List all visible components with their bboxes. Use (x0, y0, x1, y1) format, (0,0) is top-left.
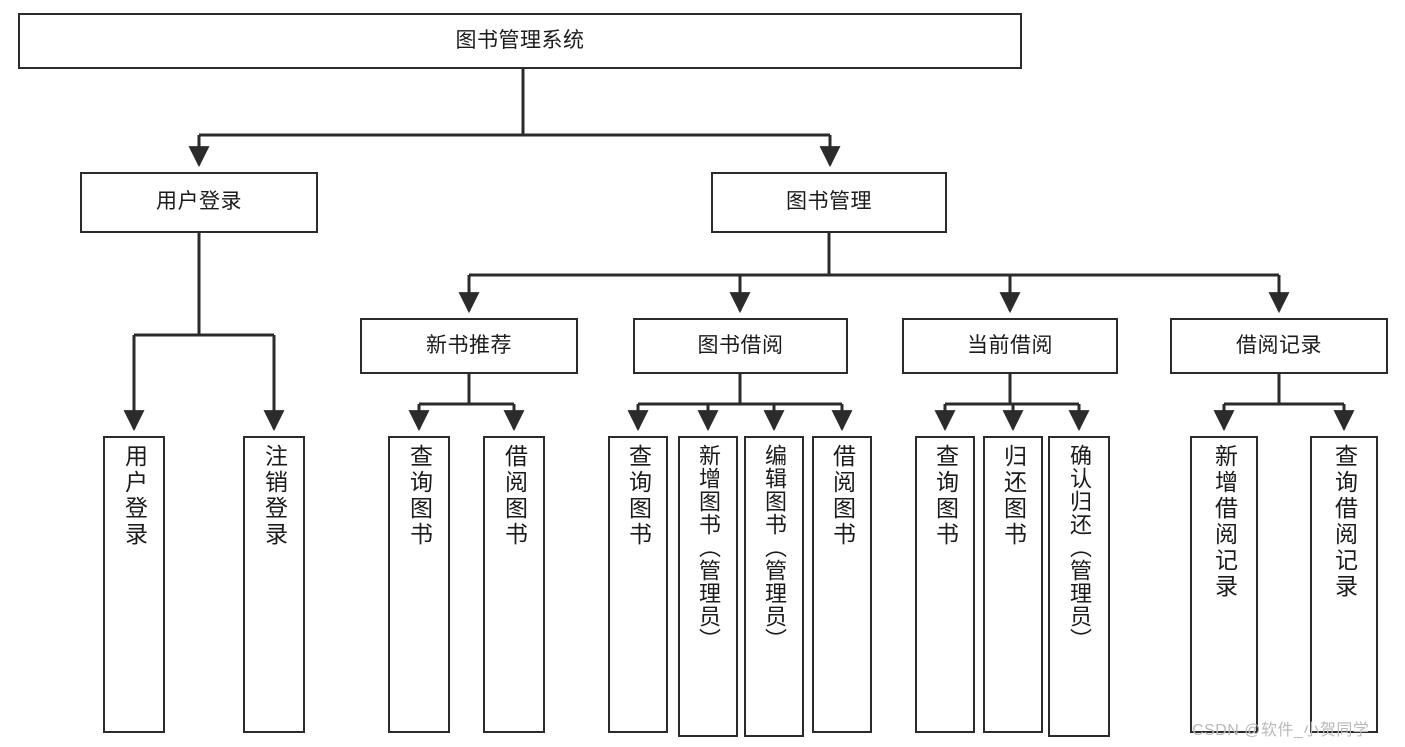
node-current-borrow[interactable]: 当前借阅 (902, 318, 1118, 374)
leaf-query-book-current[interactable]: 查询图书 (915, 436, 975, 733)
node-borrow-record-label: 借阅记录 (1236, 333, 1322, 357)
leaf-edit-book-admin-label: 编辑图书（管理员） (762, 444, 787, 651)
leaf-confirm-return-admin[interactable]: 确认归还（管理员） (1048, 436, 1110, 737)
leaf-edit-book-admin[interactable]: 编辑图书（管理员） (744, 436, 804, 737)
node-book-borrow[interactable]: 图书借阅 (633, 318, 848, 374)
leaf-borrow-book-recommend[interactable]: 借阅图书 (483, 436, 545, 733)
leaf-query-borrow-record-label: 查询借阅记录 (1331, 444, 1358, 600)
leaf-logout-label: 注销登录 (261, 444, 288, 548)
leaf-query-book-current-label: 查询图书 (932, 444, 959, 548)
node-book-borrow-label: 图书借阅 (697, 333, 784, 357)
leaf-query-book-recommend[interactable]: 查询图书 (388, 436, 450, 733)
leaf-return-book[interactable]: 归还图书 (983, 436, 1043, 733)
leaf-add-book-admin[interactable]: 新增图书（管理员） (678, 436, 738, 737)
node-book-management[interactable]: 图书管理 (711, 172, 947, 233)
node-current-borrow-label: 当前借阅 (967, 333, 1053, 357)
leaf-add-book-admin-label: 新增图书（管理员） (696, 444, 721, 651)
leaf-borrow-book-recommend-label: 借阅图书 (501, 444, 528, 548)
leaf-add-borrow-record[interactable]: 新增借阅记录 (1190, 436, 1258, 733)
leaf-logout[interactable]: 注销登录 (243, 436, 305, 733)
node-borrow-record[interactable]: 借阅记录 (1170, 318, 1388, 374)
node-root-label: 图书管理系统 (455, 28, 585, 52)
leaf-borrow-book-label: 借阅图书 (829, 444, 856, 548)
csdn-watermark: CSDN @软件_小贺同学 (1192, 722, 1370, 739)
node-book-management-label: 图书管理 (786, 190, 872, 214)
leaf-query-book-borrow-label: 查询图书 (625, 444, 652, 548)
node-user-login-label: 用户登录 (156, 190, 242, 214)
leaf-user-login[interactable]: 用户登录 (103, 436, 165, 733)
node-root[interactable]: 图书管理系统 (18, 13, 1022, 69)
leaf-add-borrow-record-label: 新增借阅记录 (1211, 444, 1238, 600)
node-new-book-recommend-label: 新书推荐 (426, 333, 512, 357)
leaf-confirm-return-admin-label: 确认归还（管理员） (1067, 444, 1092, 651)
leaf-query-book-recommend-label: 查询图书 (406, 444, 433, 548)
leaf-borrow-book[interactable]: 借阅图书 (812, 436, 872, 733)
leaf-return-book-label: 归还图书 (1000, 444, 1027, 548)
leaf-user-login-label: 用户登录 (121, 444, 148, 548)
node-new-book-recommend[interactable]: 新书推荐 (360, 318, 578, 374)
leaf-query-borrow-record[interactable]: 查询借阅记录 (1310, 436, 1378, 733)
node-user-login[interactable]: 用户登录 (80, 172, 318, 233)
leaf-query-book-borrow[interactable]: 查询图书 (608, 436, 668, 733)
